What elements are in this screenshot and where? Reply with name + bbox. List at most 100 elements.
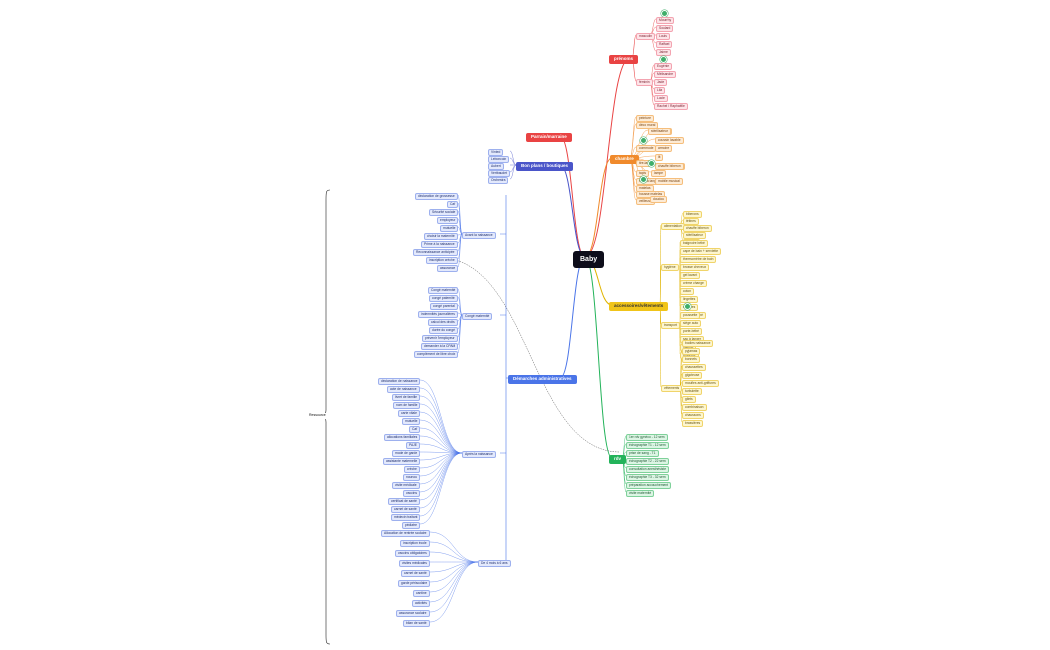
accessoire-item[interactable]: moufles anti-griffures	[682, 380, 719, 388]
demarche-item[interactable]: cantine	[413, 590, 430, 598]
accessoire-item[interactable]: bonnets	[682, 356, 700, 364]
branch-prenoms[interactable]: prénoms	[609, 55, 639, 64]
accessoire-item[interactable]: cape de bain + serviette	[680, 248, 722, 256]
accessoire-item[interactable]: biberons	[683, 211, 702, 219]
demarche-item[interactable]: pédiatre	[402, 522, 420, 530]
demarche-item[interactable]: visite médicale	[392, 482, 420, 490]
accessoire-item[interactable]: chaussons	[682, 412, 704, 420]
demarche-item[interactable]: carnet de santé	[391, 506, 420, 514]
demarche-item[interactable]: garde périscolaire	[398, 580, 431, 588]
demarche-item[interactable]: assistante maternelle	[383, 458, 421, 466]
demarche-item[interactable]: congé paternité	[429, 295, 458, 303]
branch-chambre[interactable]: chambre	[610, 155, 639, 164]
demarche-item[interactable]: Prime à la naissance	[421, 241, 458, 249]
chambre-item[interactable]: commode	[636, 145, 657, 153]
demarche-item[interactable]: Caf	[447, 201, 459, 209]
demarche-item[interactable]: vaccins obligatoires	[395, 550, 430, 558]
demarche-item[interactable]: indemnités journalières	[418, 311, 458, 319]
demarche-item[interactable]: demander à la CPAM	[421, 343, 459, 351]
branch-rdv[interactable]: rdv	[609, 455, 627, 464]
accessoire-item[interactable]: combinaison	[682, 404, 707, 412]
demarche-item[interactable]: carte vitale	[398, 410, 420, 418]
demarche-item[interactable]: carnet de santé	[401, 570, 430, 578]
demarche-item[interactable]: inscription crèche	[426, 257, 458, 265]
rdv-item[interactable]: échographie T2 - 22 sem	[626, 458, 669, 466]
rdv-item[interactable]: échographie T1 - 12 sem	[626, 442, 669, 450]
accessoire-group[interactable]: vêtements	[661, 385, 683, 393]
demarche-item[interactable]: choisir la maternité	[424, 233, 458, 241]
demarche-item[interactable]: assurance scolaire	[396, 610, 430, 618]
chambre-item[interactable]: déco mural	[636, 122, 659, 130]
rdv-item[interactable]: préparation accouchement	[626, 482, 672, 490]
demarche-item[interactable]: mutuelle	[402, 418, 421, 426]
accessoire-item[interactable]: poussette	[680, 312, 701, 320]
demarche-item[interactable]: visites médicales	[399, 560, 430, 568]
rdv-item[interactable]: prise de sang - T1	[626, 450, 659, 458]
branch-accessoires[interactable]: accessoires/vêtements	[609, 302, 669, 311]
demarche-item[interactable]: médecin traitant	[391, 514, 421, 522]
demarche-item[interactable]: Sécurité sociale	[429, 209, 459, 217]
chambre-item[interactable]: doudou	[650, 196, 668, 204]
accessoire-item[interactable]: brassières	[682, 420, 704, 428]
accessoire-item[interactable]: porte-bébé	[680, 328, 702, 336]
demarche-item[interactable]: acte de naissance	[387, 386, 420, 394]
demarche-section[interactable]: Congé maternité	[462, 313, 493, 321]
bonplan-item[interactable]: Vinted	[488, 149, 504, 157]
demarche-item[interactable]: durée du congé	[429, 327, 458, 335]
bonplan-item[interactable]: Orchestra	[488, 177, 509, 185]
rdv-item[interactable]: consultation anesthésiste	[626, 466, 670, 474]
demarche-item[interactable]: mutuelle	[440, 225, 459, 233]
rdv-item[interactable]: visite maternité	[626, 490, 655, 498]
accessoire-item[interactable]: tétines	[683, 218, 699, 226]
demarche-item[interactable]: crèche	[404, 466, 420, 474]
bonplan-item[interactable]: Leboncoin	[488, 156, 510, 164]
demarche-item[interactable]: vaccins	[403, 490, 420, 498]
rdv-item[interactable]: échographie T3 - 32 sem	[626, 474, 669, 482]
chambre-item[interactable]: stérilisateur	[648, 128, 671, 136]
demarche-item[interactable]: nounou	[403, 474, 421, 482]
chambre-item[interactable]: mobile musical	[655, 178, 683, 186]
demarche-item[interactable]: déclaration de grossesse	[415, 193, 458, 201]
name-item[interactable]: Raffael	[656, 41, 673, 49]
chambre-item[interactable]: lampe	[651, 170, 666, 178]
accessoire-item[interactable]: chaussettes	[682, 364, 706, 372]
chambre-item[interactable]: coussin lavable	[655, 137, 684, 145]
accessoire-item[interactable]: thermomètre de bain	[680, 256, 717, 264]
demarche-item[interactable]: calcul des droits	[428, 319, 458, 327]
demarche-item[interactable]: Allocation de rentrée scolaire	[381, 530, 430, 538]
accessoire-item[interactable]: pyjamas	[682, 348, 701, 356]
chambre-item[interactable]: chauffe biberon	[655, 163, 684, 171]
accessoire-item[interactable]: baignoire bébé	[680, 240, 708, 248]
name-item[interactable]: Louis	[656, 33, 670, 41]
name-item[interactable]: Soulard	[656, 25, 674, 33]
name-item[interactable]: Rachel / Raphaëlle	[654, 103, 688, 111]
name-item[interactable]: Lucie	[654, 95, 668, 103]
accessoire-item[interactable]: gigoteuse	[682, 372, 703, 380]
chambre-item[interactable]: peinture	[636, 115, 654, 123]
demarche-item[interactable]: congé parental	[430, 303, 458, 311]
accessoire-item[interactable]: stérilisateur	[683, 232, 706, 240]
demarche-item[interactable]: activités	[412, 600, 430, 608]
chambre-item[interactable]: armoire	[655, 145, 673, 153]
demarche-item[interactable]: Reconnaissance anticipée	[413, 249, 458, 257]
demarche-item[interactable]: PAJE	[406, 442, 421, 450]
demarche-item[interactable]: employeur	[437, 217, 459, 225]
demarche-section[interactable]: Après la naissance	[462, 451, 496, 459]
name-item[interactable]: Mourrhy	[656, 17, 675, 25]
group-masculin[interactable]: masculin	[636, 33, 656, 41]
branch-bonsplans[interactable]: Bon plans / boutiques	[516, 162, 573, 171]
demarche-item[interactable]: bilan de santé	[403, 620, 430, 628]
accessoire-group[interactable]: transport	[661, 322, 681, 330]
demarche-item[interactable]: allocations familiales	[384, 434, 421, 442]
accessoire-item[interactable]: chauffe biberon	[683, 225, 712, 233]
branch-demarches[interactable]: Démarches administratives	[508, 375, 577, 384]
name-item[interactable]: Jaime	[656, 49, 671, 57]
name-item[interactable]: Jade	[654, 79, 668, 87]
demarche-item[interactable]: livret de famille	[392, 394, 420, 402]
chambre-item[interactable]: lit	[655, 154, 664, 162]
name-item[interactable]: Eugénie	[654, 63, 673, 71]
accessoire-item[interactable]: bodies naissance	[682, 340, 714, 348]
resource-tag[interactable]: Ressource	[306, 413, 329, 419]
center-node[interactable]: Baby	[573, 251, 605, 268]
accessoire-item[interactable]: gilets	[682, 396, 696, 404]
